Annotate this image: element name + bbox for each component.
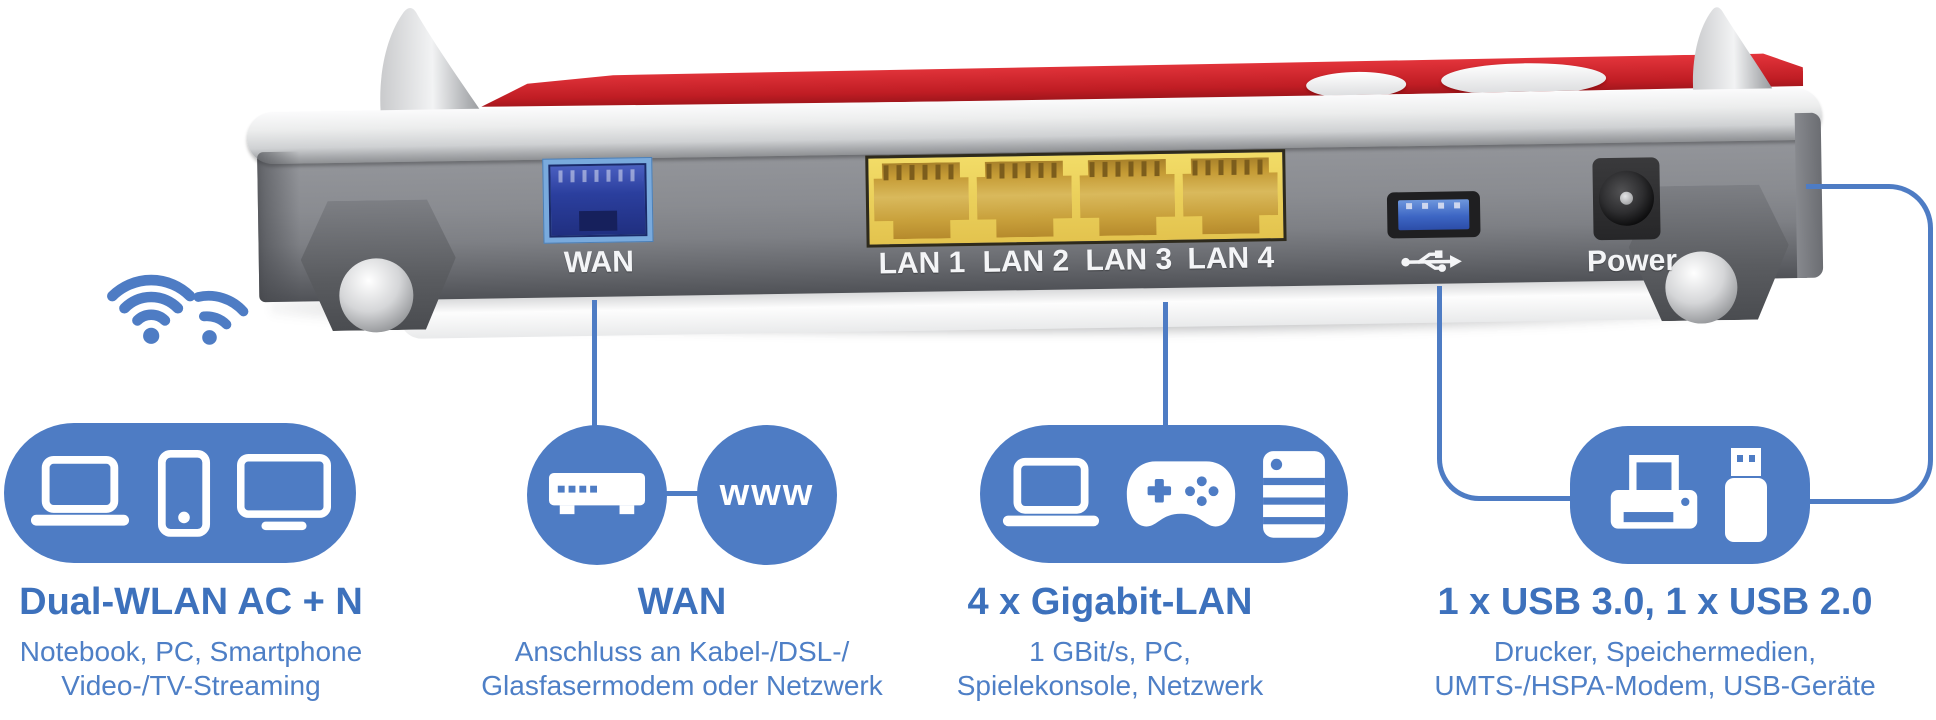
lan-port-contacts <box>1192 159 1268 175</box>
tv-icon <box>237 454 331 531</box>
usb-trident-icon <box>1401 250 1462 272</box>
connector-line-wan <box>592 300 597 432</box>
callout-line: Glasfasermodem oder Netzwerk <box>481 670 883 701</box>
lan-port-label: LAN 4 <box>1187 241 1275 276</box>
wan-port-label: WAN <box>563 245 635 280</box>
callout-pill-wlan-devices <box>4 423 356 563</box>
callout-circle-modem <box>527 425 667 565</box>
antenna-fin-right <box>1692 7 1786 113</box>
usb-contact <box>1422 202 1429 209</box>
usb-contact <box>1454 202 1461 209</box>
wan-port-notch <box>579 210 618 232</box>
connector-line-modem-www <box>650 491 705 496</box>
laptop-icon <box>30 455 130 526</box>
callout-line: Spielekonsole, Netzwerk <box>956 670 1264 701</box>
callout-pill-usb-devices <box>1570 426 1810 564</box>
callout-pill-lan-devices <box>980 425 1348 563</box>
lan-port-4 <box>1182 157 1278 234</box>
power-jack-pin <box>1619 191 1634 205</box>
usb-stick-icon <box>1725 448 1767 542</box>
wifi-dual-icon <box>107 274 249 345</box>
wan-port-contacts <box>558 169 643 183</box>
antenna-fin-left <box>380 8 498 139</box>
callout-line: Video-/TV-Streaming <box>61 670 321 701</box>
lan-port-contacts <box>986 163 1062 179</box>
callout-title: Dual-WLAN AC + N <box>19 581 363 623</box>
lan-port-2 <box>976 160 1072 237</box>
usb-contact <box>1438 202 1445 209</box>
lan-port-contacts <box>883 164 959 180</box>
callout-text-wan: WAN Anschluss an Kabel-/DSL-/ Glasfaserm… <box>440 581 924 703</box>
smartphone-icon <box>157 449 211 537</box>
wan-port <box>542 157 654 244</box>
connector-line-usb3 <box>1437 286 1580 501</box>
power-label: Power <box>1586 243 1678 279</box>
callout-title: WAN <box>637 581 727 623</box>
callout-line: Anschluss an Kabel-/DSL-/ <box>514 636 850 667</box>
usb-port-socket <box>1397 199 1470 231</box>
www-label: www <box>719 471 815 514</box>
lan-port-label: LAN 3 <box>1085 242 1173 278</box>
power-jack <box>1592 157 1661 241</box>
usb-port <box>1386 191 1481 239</box>
laptop-icon <box>1002 457 1100 526</box>
callout-text-wlan: Dual-WLAN AC + N Notebook, PC, Smartphon… <box>0 581 382 703</box>
callout-title: 4 x Gigabit-LAN <box>967 581 1253 623</box>
modem-icon <box>548 473 646 515</box>
wan-port-socket <box>548 163 648 238</box>
connector-line-lan <box>1163 302 1168 428</box>
callout-text-usb: 1 x USB 3.0, 1 x USB 2.0 Drucker, Speich… <box>1376 581 1934 703</box>
callout-line: Drucker, Speichermedien, <box>1493 636 1817 667</box>
lan-port-label: LAN 2 <box>982 244 1070 279</box>
connector-line-usb2 <box>1806 184 1933 504</box>
lan-port-3 <box>1079 159 1175 236</box>
callout-circle-www: www <box>697 425 837 565</box>
callout-line: UMTS-/HSPA-Modem, USB-Geräte <box>1434 670 1876 701</box>
lan-port-block <box>865 149 1287 248</box>
server-icon <box>1263 450 1325 538</box>
printer-icon <box>1610 454 1698 529</box>
callout-title: 1 x USB 3.0, 1 x USB 2.0 <box>1437 581 1873 623</box>
lan-port-1 <box>873 162 969 239</box>
callout-line: 1 GBit/s, PC, <box>1029 636 1191 667</box>
lan-port-label: LAN 1 <box>878 246 966 281</box>
callout-line: Notebook, PC, Smartphone <box>19 636 363 667</box>
gamepad-icon <box>1126 461 1236 527</box>
router: WAN LAN 1 LAN 2 LAN 3 LAN 4 <box>246 7 1826 368</box>
lan-port-contacts <box>1089 161 1165 177</box>
callout-text-lan: 4 x Gigabit-LAN 1 GBit/s, PC, Spielekons… <box>868 581 1352 703</box>
usb-contact <box>1406 203 1413 210</box>
router-left-edge <box>257 151 302 303</box>
